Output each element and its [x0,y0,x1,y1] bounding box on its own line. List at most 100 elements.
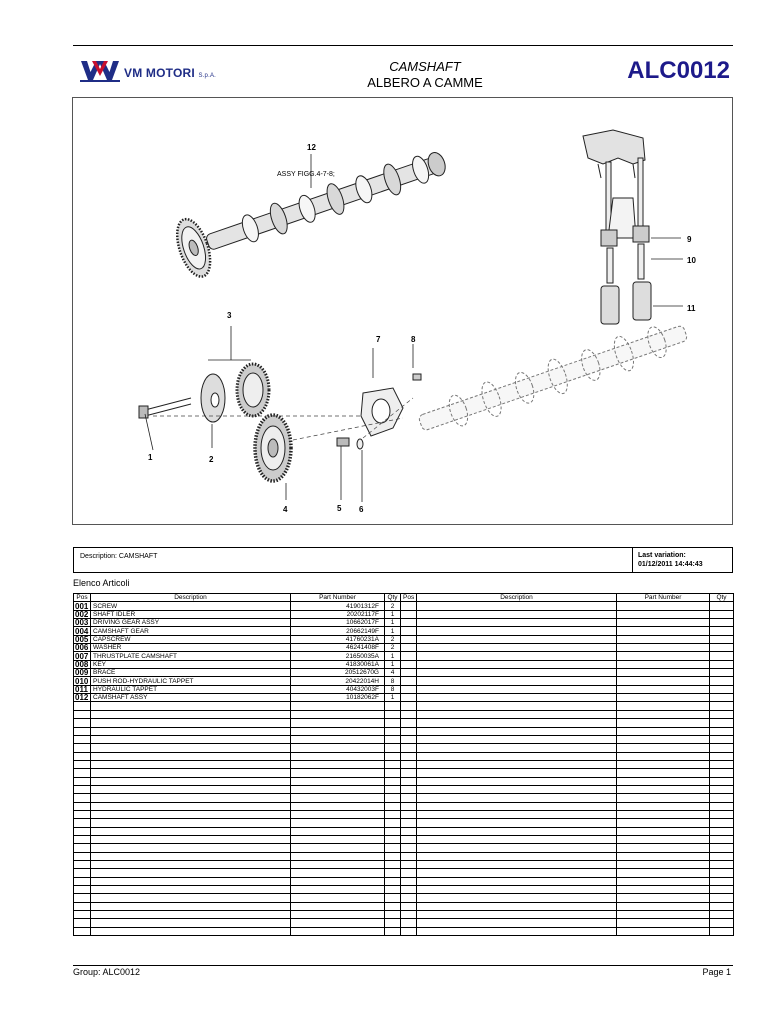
row-part-number [290,701,385,711]
row-part-number [290,910,385,920]
row-pos: 003 [73,618,91,628]
row-pos: 007 [73,651,91,661]
row-pos: 006 [73,643,91,653]
row-qty [384,818,401,828]
row-qty: 1 [384,626,401,636]
table-row [73,910,734,920]
row-empty-cell [616,793,710,803]
callout-5: 5 [337,504,342,513]
row-empty-cell [709,609,734,620]
row-empty-cell [416,743,617,753]
row-part-number [290,793,385,803]
capscrew-5 [336,437,350,447]
row-qty: 2 [384,601,401,611]
row-empty-cell [400,834,417,845]
row-description [90,868,291,878]
table-row [73,734,734,745]
row-empty-cell [616,634,710,645]
table-row [73,885,734,895]
row-empty-cell [400,701,417,711]
row-empty-cell [400,809,417,820]
vm-motori-logo: VM MOTORI S.p.A. [80,58,260,86]
row-empty-cell [400,910,417,920]
row-empty-cell [616,668,710,678]
col-header-description: Description [90,592,291,603]
page-title-en: CAMSHAFT [389,59,461,74]
row-part-number [290,851,385,862]
row-qty [384,851,401,862]
row-empty-cell [416,651,617,661]
row-part-number [290,726,385,736]
row-pos: 001 [73,601,91,611]
row-empty-cell [416,718,617,728]
row-empty-cell [616,643,710,653]
row-empty-cell [616,784,710,795]
row-empty-cell [709,910,734,920]
row-pos: 005 [73,634,91,645]
row-description [90,809,291,820]
table-row [73,859,734,870]
row-empty-cell [416,759,617,770]
row-part-number: 20662149F [290,626,385,636]
row-empty-cell [616,626,710,636]
row-empty-cell [616,801,710,811]
row-empty-cell [400,718,417,728]
row-part-number [290,784,385,795]
row-part-number [290,826,385,836]
callout-6: 6 [359,505,364,514]
row-empty-cell [709,784,734,795]
row-part-number: 41901312F [290,601,385,611]
row-part-number [290,918,385,928]
row-empty-cell [616,709,710,720]
row-empty-cell [400,818,417,828]
callout-3: 3 [227,311,232,320]
row-empty-cell [616,776,710,786]
row-part-number: 21650035A [290,651,385,661]
table-header-row: Pos Description Part Number Qty Pos Desc… [73,592,734,603]
row-empty-cell [400,601,417,611]
row-qty: 8 [384,676,401,686]
group-code: ALC0012 [627,57,730,84]
row-empty-cell [616,743,710,753]
row-empty-cell [416,618,617,628]
row-part-number [290,768,385,778]
row-empty-cell [416,768,617,778]
row-empty-cell [709,701,734,711]
row-empty-cell [416,834,617,845]
row-empty-cell [400,793,417,803]
row-qty [384,701,401,711]
row-qty [384,793,401,803]
row-part-number [290,759,385,770]
row-empty-cell [709,834,734,845]
callout-12: 12 [307,143,316,152]
row-empty-cell [616,693,710,703]
row-empty-cell [400,801,417,811]
description-box: Description: CAMSHAFT Last variation: 01… [73,547,733,573]
callout-9: 9 [687,235,692,244]
row-pos [73,793,91,803]
row-pos [73,726,91,736]
row-empty-cell [416,809,617,820]
row-description [90,910,291,920]
row-part-number [290,751,385,761]
row-empty-cell [709,859,734,870]
row-empty-cell [400,926,417,937]
key-8 [412,373,422,381]
row-description: CAPSCREW [90,634,291,645]
row-qty [384,859,401,870]
table-row [73,793,734,803]
footer-group: Group: ALC0012 [73,967,141,977]
row-pos [73,809,91,820]
exploded-parts-drawing: 12 ASSY FIGG.4-7-8; 9 10 11 3 7 8 1 2 4 … [72,97,733,525]
row-empty-cell [616,651,710,661]
row-empty-cell [416,676,617,686]
row-empty-cell [709,851,734,862]
row-empty-cell [616,601,710,611]
row-pos [73,751,91,761]
row-empty-cell [416,885,617,895]
